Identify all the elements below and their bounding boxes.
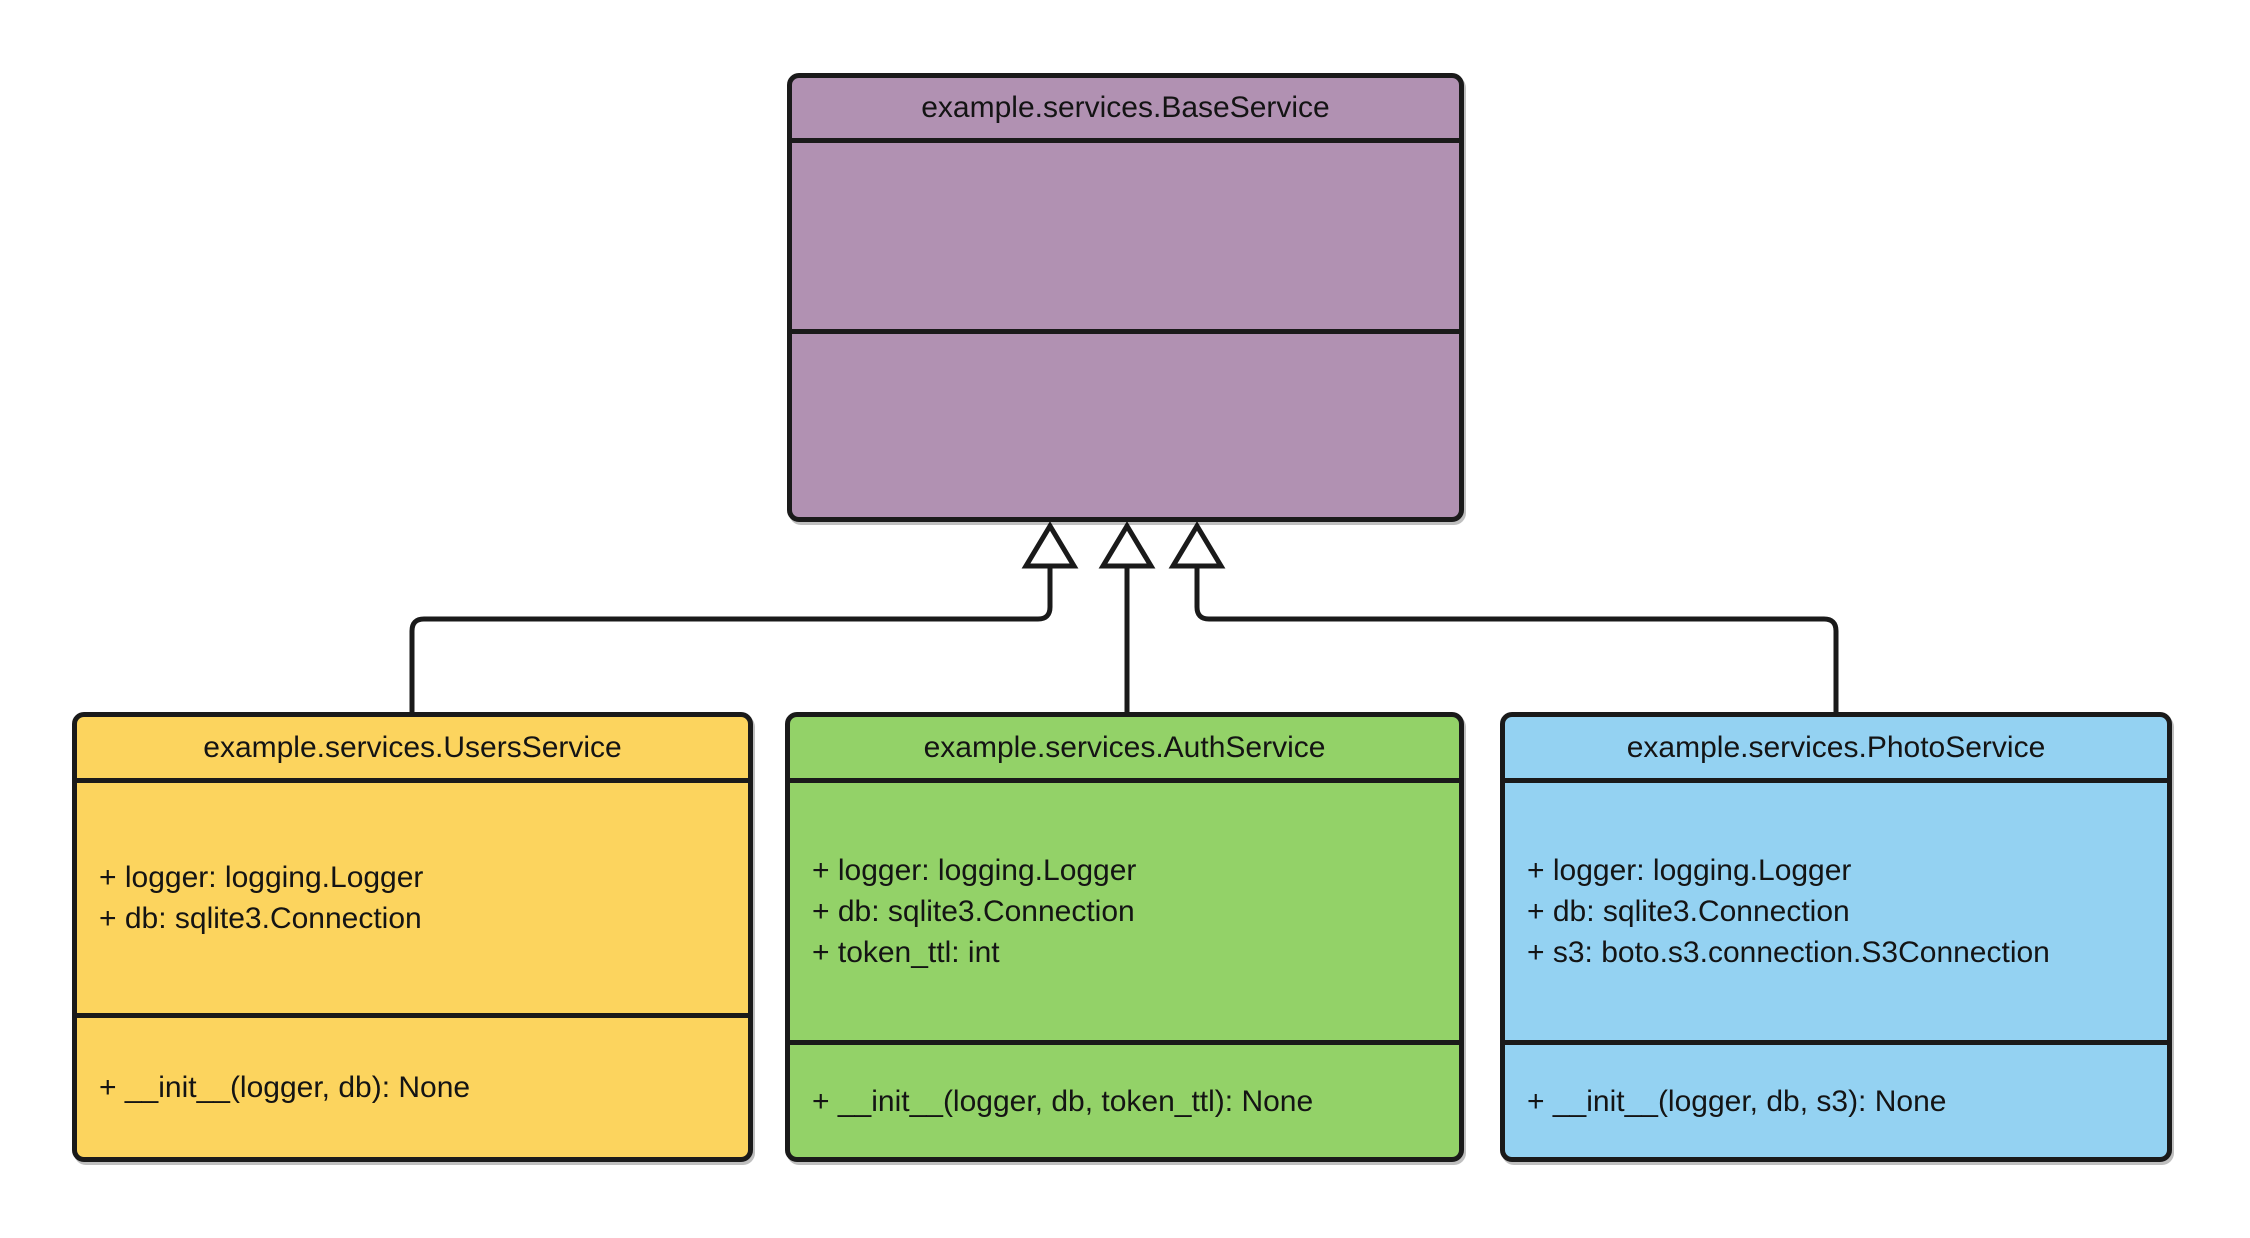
- inheritance-arrow-photo-to-base: [1168, 521, 1839, 712]
- connector-line: [1194, 564, 1839, 712]
- hollow-triangle-icon: [1168, 521, 1226, 569]
- class-title-compartment: example.services.PhotoService: [1505, 717, 2167, 783]
- attribute-row: + logger: logging.Logger: [99, 861, 424, 894]
- class-title-compartment: example.services.UsersService: [77, 717, 748, 783]
- class-methods-compartment: + __init__(logger, db, token_ttl): None: [790, 1045, 1459, 1157]
- class-box-photo-service[interactable]: example.services.PhotoService + logger: …: [1500, 712, 2172, 1162]
- class-attributes-compartment: + logger: logging.Logger + db: sqlite3.C…: [77, 783, 748, 1018]
- attribute-row: + logger: logging.Logger: [1527, 854, 1852, 887]
- connector-line: [409, 564, 1053, 712]
- class-attributes-compartment: [792, 143, 1459, 334]
- inheritance-arrow-users-to-base: [409, 521, 1079, 712]
- hollow-triangle-icon: [1021, 521, 1079, 569]
- attribute-row: + s3: boto.s3.connection.S3Connection: [1527, 936, 2050, 969]
- attribute-row: + db: sqlite3.Connection: [812, 895, 1135, 928]
- hollow-triangle-icon: [1098, 521, 1156, 569]
- class-box-base-service[interactable]: example.services.BaseService: [787, 73, 1464, 522]
- class-methods-compartment: [792, 334, 1459, 517]
- attribute-row: + token_ttl: int: [812, 936, 1000, 969]
- class-methods-compartment: + __init__(logger, db): None: [77, 1018, 748, 1157]
- class-name: example.services.UsersService: [203, 730, 622, 764]
- class-name: example.services.AuthService: [923, 730, 1326, 764]
- inheritance-arrow-auth-to-base: [1098, 521, 1156, 712]
- method-row: + __init__(logger, db, token_ttl): None: [812, 1084, 1314, 1118]
- attribute-row: + db: sqlite3.Connection: [99, 902, 422, 935]
- attribute-row: + db: sqlite3.Connection: [1527, 895, 1850, 928]
- class-methods-compartment: + __init__(logger, db, s3): None: [1505, 1045, 2167, 1157]
- class-attributes-compartment: + logger: logging.Logger + db: sqlite3.C…: [790, 783, 1459, 1045]
- method-row: + __init__(logger, db): None: [99, 1071, 471, 1104]
- method-row: + __init__(logger, db, s3): None: [1527, 1084, 1947, 1118]
- class-box-auth-service[interactable]: example.services.AuthService + logger: l…: [785, 712, 1464, 1162]
- class-name: example.services.BaseService: [921, 91, 1330, 124]
- class-name: example.services.PhotoService: [1626, 730, 2046, 764]
- class-title-compartment: example.services.BaseService: [792, 78, 1459, 143]
- class-attributes-compartment: + logger: logging.Logger + db: sqlite3.C…: [1505, 783, 2167, 1045]
- class-box-users-service[interactable]: example.services.UsersService + logger: …: [72, 712, 753, 1162]
- attribute-row: + logger: logging.Logger: [812, 854, 1137, 887]
- class-title-compartment: example.services.AuthService: [790, 717, 1459, 783]
